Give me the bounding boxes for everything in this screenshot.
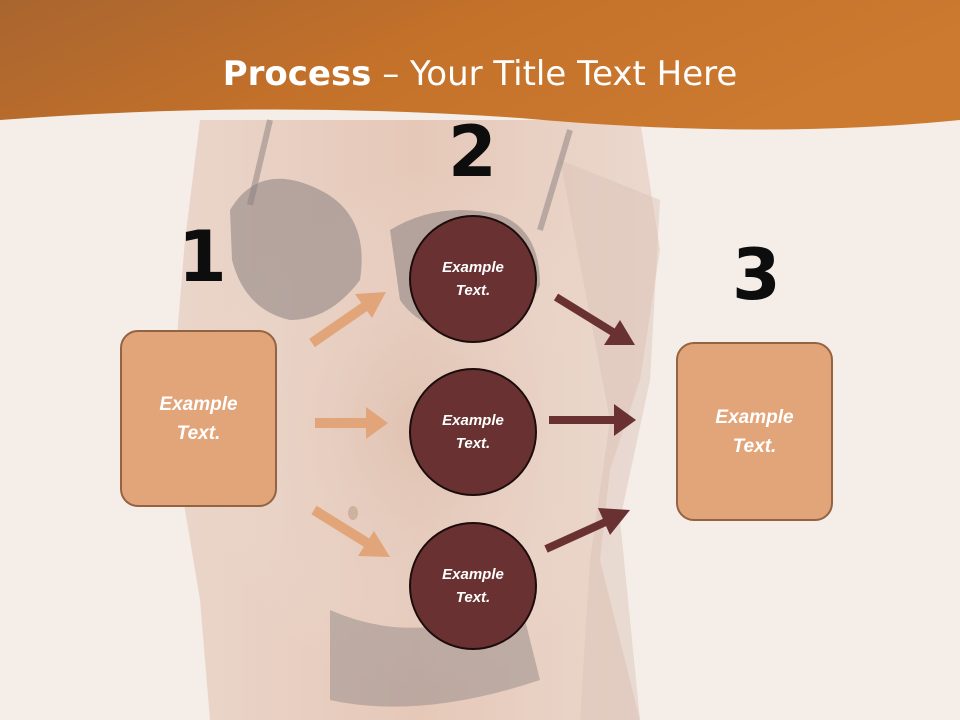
title-banner <box>0 0 960 130</box>
circle-1-text: Example Text. <box>442 259 504 299</box>
arrow-circle-2-to-right <box>549 404 636 436</box>
step-number-3: 3 <box>732 234 781 316</box>
arrow-circle-3-to-right <box>544 508 630 553</box>
title-rest: – Your Title Text Here <box>371 54 738 94</box>
arrow-left-to-circle-2 <box>315 407 388 439</box>
title-bold: Process <box>222 54 372 94</box>
arrow-left-to-circle-1 <box>309 292 386 348</box>
circle-3-text: Example Text. <box>442 566 504 606</box>
page-title: Process – Your Title Text Here <box>0 54 960 94</box>
step-3-box[interactable]: Example Text. <box>676 342 833 521</box>
step-2-circle-bottom[interactable]: Example Text. <box>409 522 537 650</box>
arrow-left-to-circle-3 <box>311 505 390 557</box>
step-3-text: Example Text. <box>715 406 794 457</box>
step-2-circle-top[interactable]: Example Text. <box>409 215 537 343</box>
step-1-box[interactable]: Example Text. <box>120 330 277 507</box>
circle-2-text: Example Text. <box>442 412 504 452</box>
step-number-2: 2 <box>448 111 497 193</box>
step-number-1: 1 <box>178 216 227 298</box>
step-2-circle-middle[interactable]: Example Text. <box>409 368 537 496</box>
arrow-circle-1-to-right <box>553 293 635 345</box>
step-1-text: Example Text. <box>159 393 238 444</box>
